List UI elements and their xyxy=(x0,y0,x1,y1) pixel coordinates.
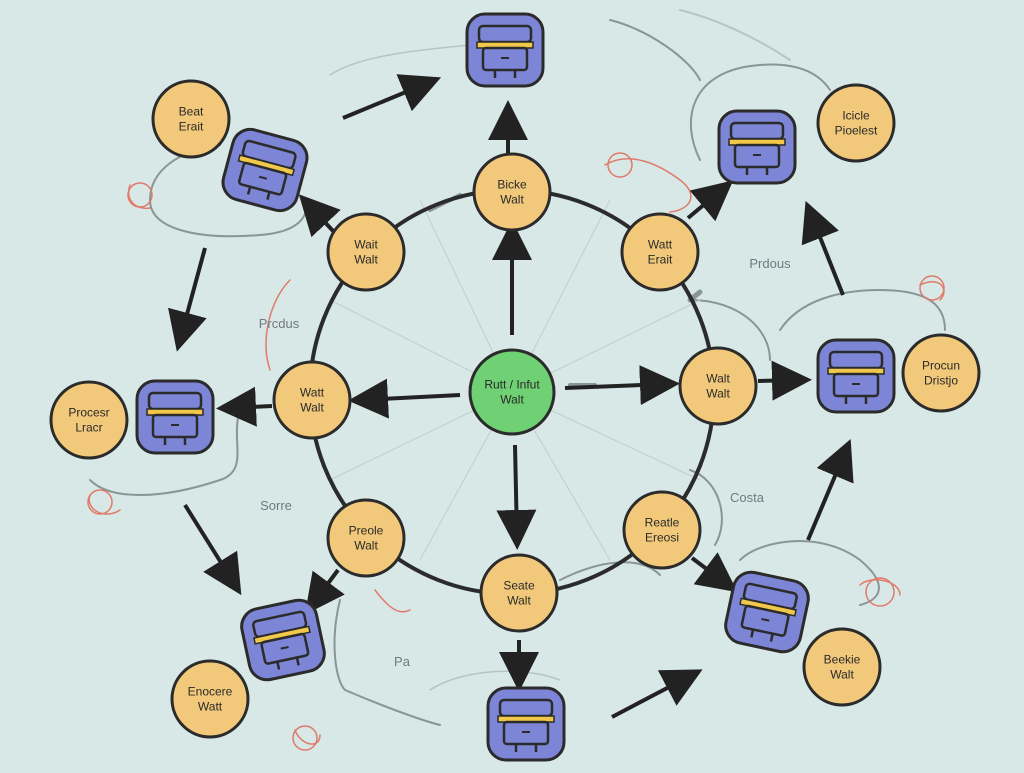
ring-node-top-right-label-2: Erait xyxy=(648,253,673,267)
device-top-left-icon xyxy=(221,127,309,213)
device-bottom-icon xyxy=(486,686,566,762)
ring-node-bottom-right-label-1: Reatle xyxy=(645,516,680,530)
device-top-icon xyxy=(465,12,545,88)
ring-node-left-label-1: Watt xyxy=(300,386,325,400)
arrow-center-down xyxy=(496,444,537,550)
label-process-left: Prcdus xyxy=(259,316,300,331)
device-bottom-right-icon xyxy=(724,570,810,654)
outer-right-node-label-1: Procun xyxy=(922,359,960,373)
outer-top-right-node-label-2: Pioelest xyxy=(835,124,878,138)
center-node-label-2: Walt xyxy=(500,393,524,407)
outer-top-left-node-label-1: Beat xyxy=(179,105,204,119)
outer-bottom-left-node-label-1: Enocere xyxy=(188,685,233,699)
outer-right-node-label-2: Dristjo xyxy=(924,374,958,388)
arrow-top-incoming xyxy=(342,74,442,120)
outer-left-node-label-2: Lracr xyxy=(75,421,102,435)
outer-bottom-left-node-label-2: Watt xyxy=(198,700,223,714)
outer-top-left-node-label-2: Erait xyxy=(179,120,204,134)
ring-node-bottom-left-label-1: Preole xyxy=(349,524,384,538)
ring-node-top-label-1: Bicke xyxy=(497,178,527,192)
outer-top-right-node-label-1: Icicle xyxy=(842,109,870,123)
device-left-icon xyxy=(135,379,215,455)
arrow-bottom-right-out xyxy=(611,669,703,719)
arrow-tl-node-out xyxy=(298,194,341,238)
arrow-bl-down xyxy=(183,503,242,596)
arrow-right-up xyxy=(801,200,845,296)
ring-node-bottom-left-label-2: Walt xyxy=(354,539,378,553)
arrow-center-left xyxy=(348,378,461,419)
outer-bottom-right-node-label-1: Beekie xyxy=(824,653,861,667)
node-layer: BickeWaltWattEraitWaltWaltReatleEreosiSe… xyxy=(49,79,981,739)
flow-arrows xyxy=(168,74,854,719)
arrow-br-node-out xyxy=(690,552,738,593)
device-right-icon xyxy=(816,338,896,414)
ring-node-right-label-2: Walt xyxy=(706,387,730,401)
ring-node-top-left-label-1: Wait xyxy=(354,238,378,252)
ring-node-top-label-2: Walt xyxy=(500,193,524,207)
label-process-right: Prdous xyxy=(749,256,791,271)
ring-node-right-label-1: Walt xyxy=(706,372,730,386)
arrow-right-lower-up xyxy=(806,438,854,541)
label-costa: Costa xyxy=(730,490,765,505)
arrow-tr-node-out xyxy=(686,180,734,222)
ring-node-top-right-label-1: Watt xyxy=(648,238,673,252)
label-some: Sorre xyxy=(260,498,292,513)
arrow-center-right xyxy=(564,365,680,406)
ring-node-bottom-label-1: Seate xyxy=(503,579,535,593)
outer-left-node-label-1: Procesr xyxy=(68,406,109,420)
label-pa: Pa xyxy=(394,654,411,669)
ring-node-bottom-right-label-2: Ereosi xyxy=(645,531,679,545)
arrow-left-down xyxy=(168,247,207,352)
ring-node-left-label-2: Walt xyxy=(300,401,324,415)
device-bottom-left-icon xyxy=(240,598,326,682)
outer-bottom-right-node-label-2: Walt xyxy=(830,668,854,682)
arrow-bl-node-out xyxy=(304,568,345,615)
device-top-right-icon xyxy=(717,109,797,185)
device-icons xyxy=(135,12,896,762)
ring-node-top-left-label-2: Walt xyxy=(354,253,378,267)
center-node-label-1: Rutt / Infut xyxy=(484,378,540,392)
arrow-left-node-out xyxy=(216,386,273,427)
arrow-right-node-out xyxy=(757,360,812,401)
ring-node-bottom-label-2: Walt xyxy=(507,594,531,608)
